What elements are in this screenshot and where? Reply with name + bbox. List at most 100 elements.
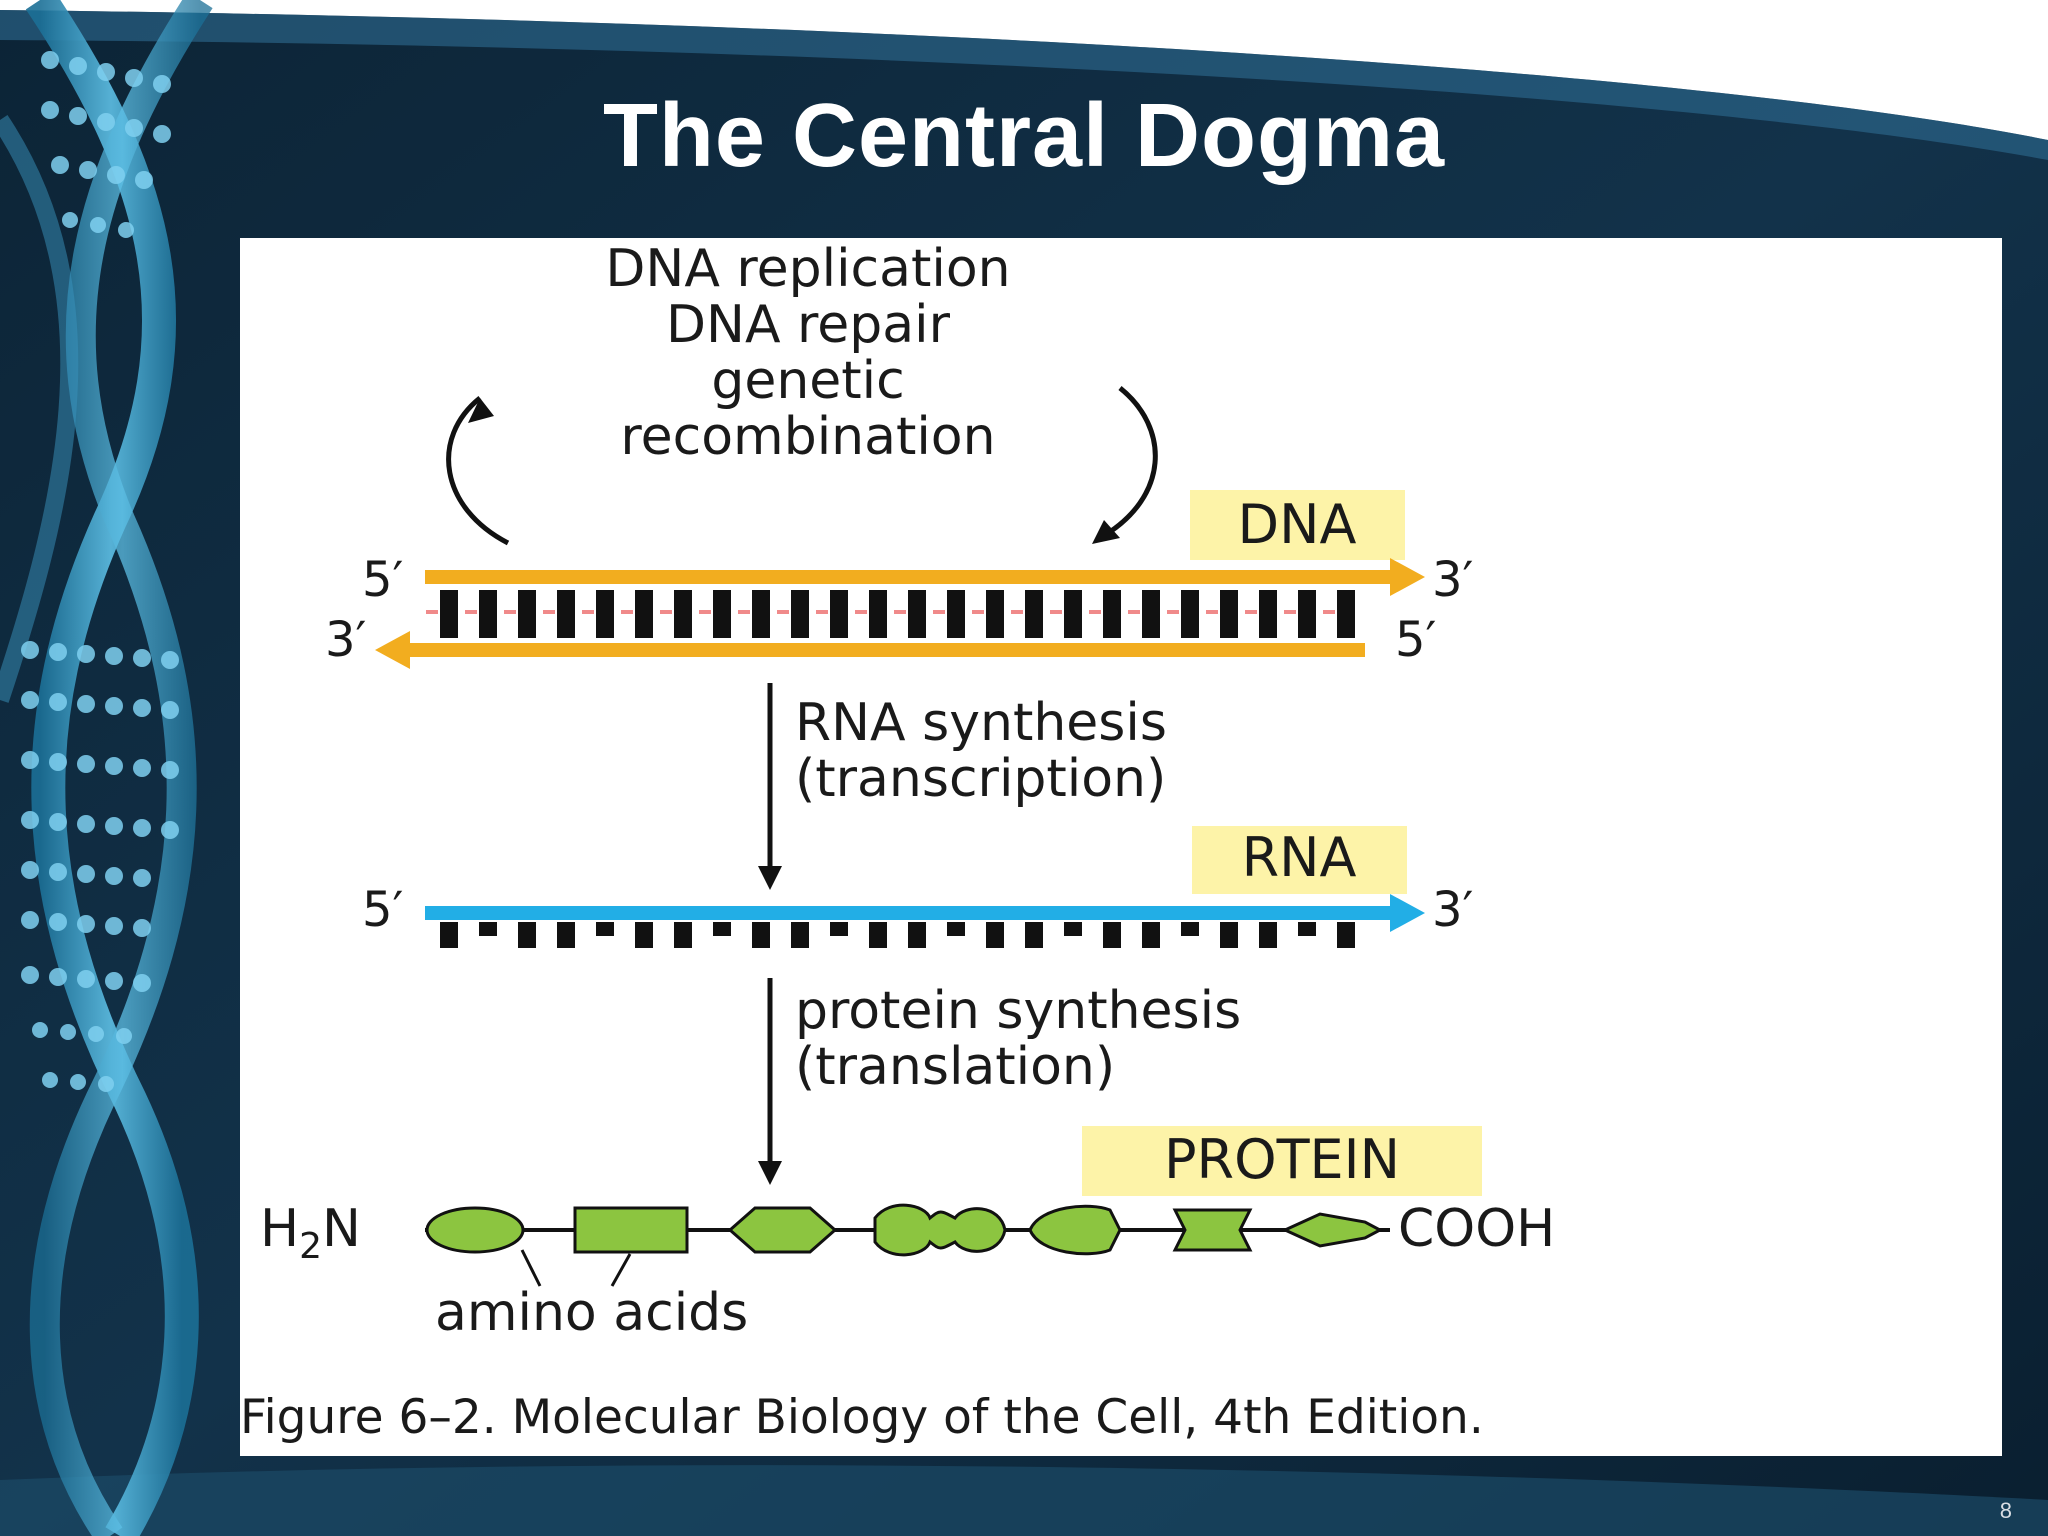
rna-strand: 5′ 3′ bbox=[362, 882, 1473, 948]
dna-base-pair bbox=[518, 590, 536, 638]
dna-hydrogen-bond bbox=[426, 610, 438, 614]
dna-base-pair bbox=[1259, 590, 1277, 638]
dna-base-pair bbox=[791, 590, 809, 638]
rna-base bbox=[791, 922, 809, 948]
dna-base-pair bbox=[1298, 590, 1316, 638]
amino-acid bbox=[425, 1206, 525, 1254]
dna-hydrogen-bond bbox=[543, 610, 555, 614]
dna-base-pair bbox=[596, 590, 614, 638]
dna-hydrogen-bond bbox=[465, 610, 477, 614]
dna-base-pair bbox=[1103, 590, 1121, 638]
dna-hydrogen-bond bbox=[933, 610, 945, 614]
dna-base-pair bbox=[713, 590, 731, 638]
dna-base-pair bbox=[440, 590, 458, 638]
figure-panel: DNA replication DNA repair genetic recom… bbox=[240, 238, 2002, 1456]
translation-label: protein synthesis bbox=[795, 981, 1241, 1041]
transcription-sublabel: (transcription) bbox=[795, 749, 1166, 809]
page-number: 8 bbox=[1999, 1498, 2012, 1523]
slide-title: The Central Dogma bbox=[602, 86, 1446, 186]
dna-hydrogen-bond bbox=[504, 610, 516, 614]
dna-base-pair bbox=[908, 590, 926, 638]
dna-hydrogen-bond bbox=[1323, 610, 1335, 614]
dna-process-label: DNA replication bbox=[605, 239, 1010, 299]
rna-right-end: 3′ bbox=[1432, 882, 1473, 938]
amino-acid bbox=[727, 1206, 838, 1254]
rna-base bbox=[1259, 922, 1277, 948]
c-terminus-label: COOH bbox=[1398, 1199, 1555, 1259]
dna-hydrogen-bond bbox=[972, 610, 984, 614]
dna-base-pair bbox=[1220, 590, 1238, 638]
dna-double-helix: 5′ 3′ 3′ 5′ bbox=[325, 552, 1473, 669]
dna-base-pair bbox=[1064, 590, 1082, 638]
rna-base bbox=[908, 922, 926, 948]
dna-base-pair bbox=[1142, 590, 1160, 638]
rna-base bbox=[1298, 922, 1316, 936]
protein-label: PROTEIN bbox=[1164, 1128, 1400, 1191]
dna-base-pair bbox=[830, 590, 848, 638]
amino-acid bbox=[1028, 1204, 1122, 1256]
rna-label: RNA bbox=[1242, 826, 1357, 889]
figure-caption: Figure 6–2. Molecular Biology of the Cel… bbox=[240, 1390, 1484, 1445]
transcription-label: RNA synthesis bbox=[795, 693, 1167, 753]
dna-process-label: recombination bbox=[620, 407, 995, 467]
dna-hydrogen-bond bbox=[1167, 610, 1179, 614]
dna-hydrogen-bond bbox=[1128, 610, 1140, 614]
dna-hydrogen-bond bbox=[582, 610, 594, 614]
dna-hydrogen-bond bbox=[894, 610, 906, 614]
n-terminus-label: H2N bbox=[260, 1199, 361, 1267]
dna-hydrogen-bond bbox=[816, 610, 828, 614]
rna-base bbox=[869, 922, 887, 948]
rna-base bbox=[1337, 922, 1355, 948]
dna-base-pair bbox=[557, 590, 575, 638]
rna-base bbox=[1220, 922, 1238, 948]
dna-process-label: DNA repair bbox=[666, 295, 951, 355]
rna-base bbox=[557, 922, 575, 948]
dna-base-pair bbox=[674, 590, 692, 638]
rna-base bbox=[1025, 922, 1043, 948]
dna-top-left-end: 5′ bbox=[362, 552, 403, 608]
protein-chain: H2N COOH amino acids bbox=[260, 1199, 1555, 1343]
dna-base-pair bbox=[479, 590, 497, 638]
dna-hydrogen-bond bbox=[777, 610, 789, 614]
dna-base-pair bbox=[1025, 590, 1043, 638]
dna-bottom-left-end: 3′ bbox=[325, 612, 366, 668]
dna-hydrogen-bond bbox=[1245, 610, 1257, 614]
rna-base bbox=[635, 922, 653, 948]
central-dogma-diagram: DNA replication DNA repair genetic recom… bbox=[240, 239, 1555, 1445]
rna-base bbox=[947, 922, 965, 936]
dna-hydrogen-bond bbox=[1050, 610, 1062, 614]
rna-base bbox=[830, 922, 848, 936]
rna-left-end: 5′ bbox=[362, 882, 403, 938]
dna-base-pair bbox=[752, 590, 770, 638]
dna-hydrogen-bond bbox=[1206, 610, 1218, 614]
amino-acid bbox=[873, 1203, 1007, 1257]
rna-base bbox=[1064, 922, 1082, 936]
dna-hydrogen-bond bbox=[1284, 610, 1296, 614]
rna-base bbox=[596, 922, 614, 936]
dna-hydrogen-bond bbox=[1089, 610, 1101, 614]
dna-base-pair bbox=[869, 590, 887, 638]
dna-base-pair bbox=[635, 590, 653, 638]
dna-bottom-right-end: 5′ bbox=[1395, 612, 1436, 668]
rna-base bbox=[752, 922, 770, 948]
amino-acid bbox=[573, 1206, 689, 1254]
rna-base bbox=[440, 922, 458, 948]
dna-base-pair bbox=[1337, 590, 1355, 638]
dna-label-highlight bbox=[1190, 490, 1405, 560]
dna-base-pair bbox=[986, 590, 1004, 638]
dna-process-label: genetic bbox=[711, 351, 904, 411]
dna-base-pair bbox=[1181, 590, 1199, 638]
dna-hydrogen-bond bbox=[699, 610, 711, 614]
dna-hydrogen-bond bbox=[738, 610, 750, 614]
rna-base bbox=[518, 922, 536, 948]
amino-acid bbox=[1172, 1208, 1253, 1252]
rna-base bbox=[713, 922, 731, 936]
translation-sublabel: (translation) bbox=[795, 1037, 1115, 1097]
amino-acids-label: amino acids bbox=[435, 1283, 748, 1343]
rna-base bbox=[479, 922, 497, 936]
dna-base-pair bbox=[947, 590, 965, 638]
protein-label-highlight bbox=[1082, 1126, 1482, 1196]
rna-base bbox=[1181, 922, 1199, 936]
rna-base bbox=[674, 922, 692, 948]
amino-acid bbox=[1281, 1212, 1384, 1248]
